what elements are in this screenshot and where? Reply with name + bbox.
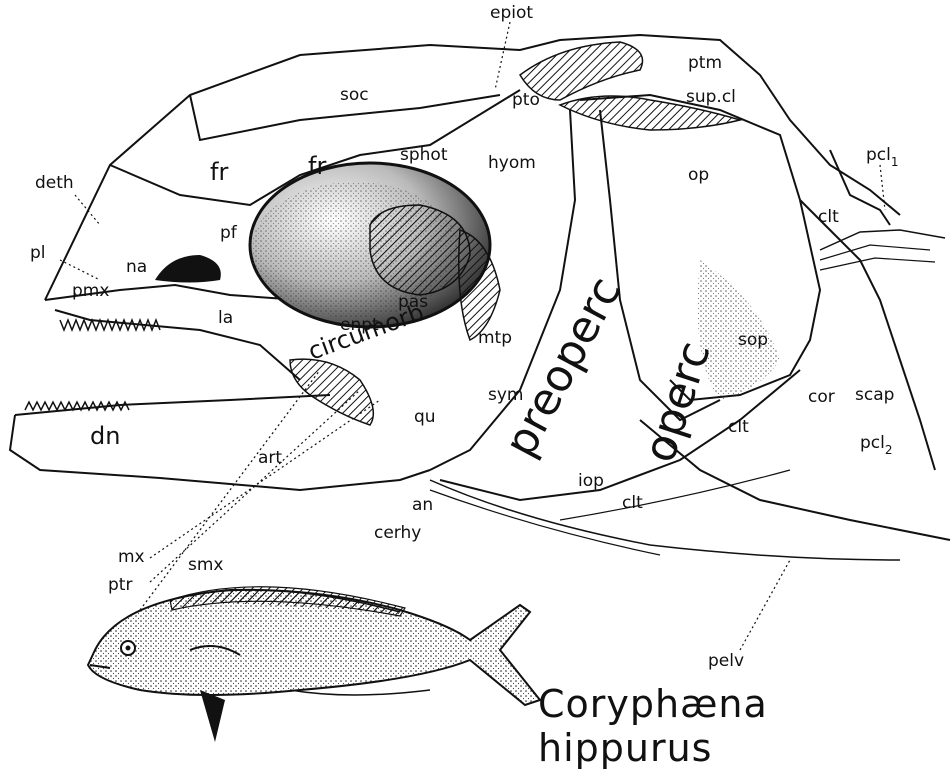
label-pcl1-sub: 1 bbox=[891, 155, 899, 169]
label-mtp: mtp bbox=[478, 328, 512, 348]
caption: Coryphæna hippurus bbox=[538, 682, 952, 770]
label-soc: soc bbox=[340, 85, 369, 105]
label-pf: pf bbox=[220, 223, 238, 243]
label-sup-cl: sup.cl bbox=[686, 87, 736, 107]
label-mx: mx bbox=[118, 547, 145, 567]
label-pelv: pelv bbox=[708, 651, 744, 671]
label-op: op bbox=[688, 165, 709, 185]
label-sphot: sphot bbox=[400, 145, 448, 165]
label-cor: cor bbox=[808, 387, 835, 407]
label-hyom: hyom bbox=[488, 153, 536, 173]
label-pmx: pmx bbox=[72, 281, 109, 301]
label-pl: pl bbox=[30, 243, 46, 263]
label-sym: sym bbox=[488, 385, 523, 405]
label-pcl2-sub: 2 bbox=[885, 443, 893, 457]
label-la: la bbox=[218, 308, 233, 328]
label-fr-2: fr bbox=[308, 152, 326, 180]
teeth bbox=[25, 320, 160, 410]
label-pcl1: pcl1 bbox=[866, 145, 899, 169]
label-pcl2: pcl2 bbox=[860, 433, 893, 457]
label-iop: iop bbox=[578, 471, 604, 491]
shaded-regions bbox=[155, 42, 945, 560]
label-dn: dn bbox=[90, 422, 120, 450]
label-operc: operc bbox=[634, 335, 721, 468]
label-art: art bbox=[258, 448, 282, 468]
fish-illustration bbox=[88, 587, 540, 742]
label-deth: deth bbox=[35, 173, 74, 193]
label-clt-1: clt bbox=[818, 207, 839, 227]
label-qu: qu bbox=[414, 407, 436, 427]
label-na: na bbox=[126, 257, 147, 277]
label-clt-2: clt bbox=[728, 417, 749, 437]
label-cerhy: cerhy bbox=[374, 523, 421, 543]
label-pto: pto bbox=[512, 90, 540, 110]
label-smx: smx bbox=[188, 555, 223, 575]
label-epiot: epiot bbox=[490, 3, 533, 23]
label-fr-1: fr bbox=[210, 158, 228, 186]
label-sop: sop bbox=[738, 330, 768, 350]
label-ptm: ptm bbox=[688, 53, 722, 73]
figure-canvas: epiot ptm soc pto sup.cl fr fr sphot hyo… bbox=[0, 0, 952, 745]
label-scap: scap bbox=[855, 385, 894, 405]
skull-diagram: epiot ptm soc pto sup.cl fr fr sphot hyo… bbox=[0, 0, 952, 745]
label-an: an bbox=[412, 495, 433, 515]
label-clt-3: clt bbox=[622, 493, 643, 513]
label-preoperc: preoperc bbox=[495, 269, 632, 465]
label-ptr: ptr bbox=[108, 575, 132, 595]
